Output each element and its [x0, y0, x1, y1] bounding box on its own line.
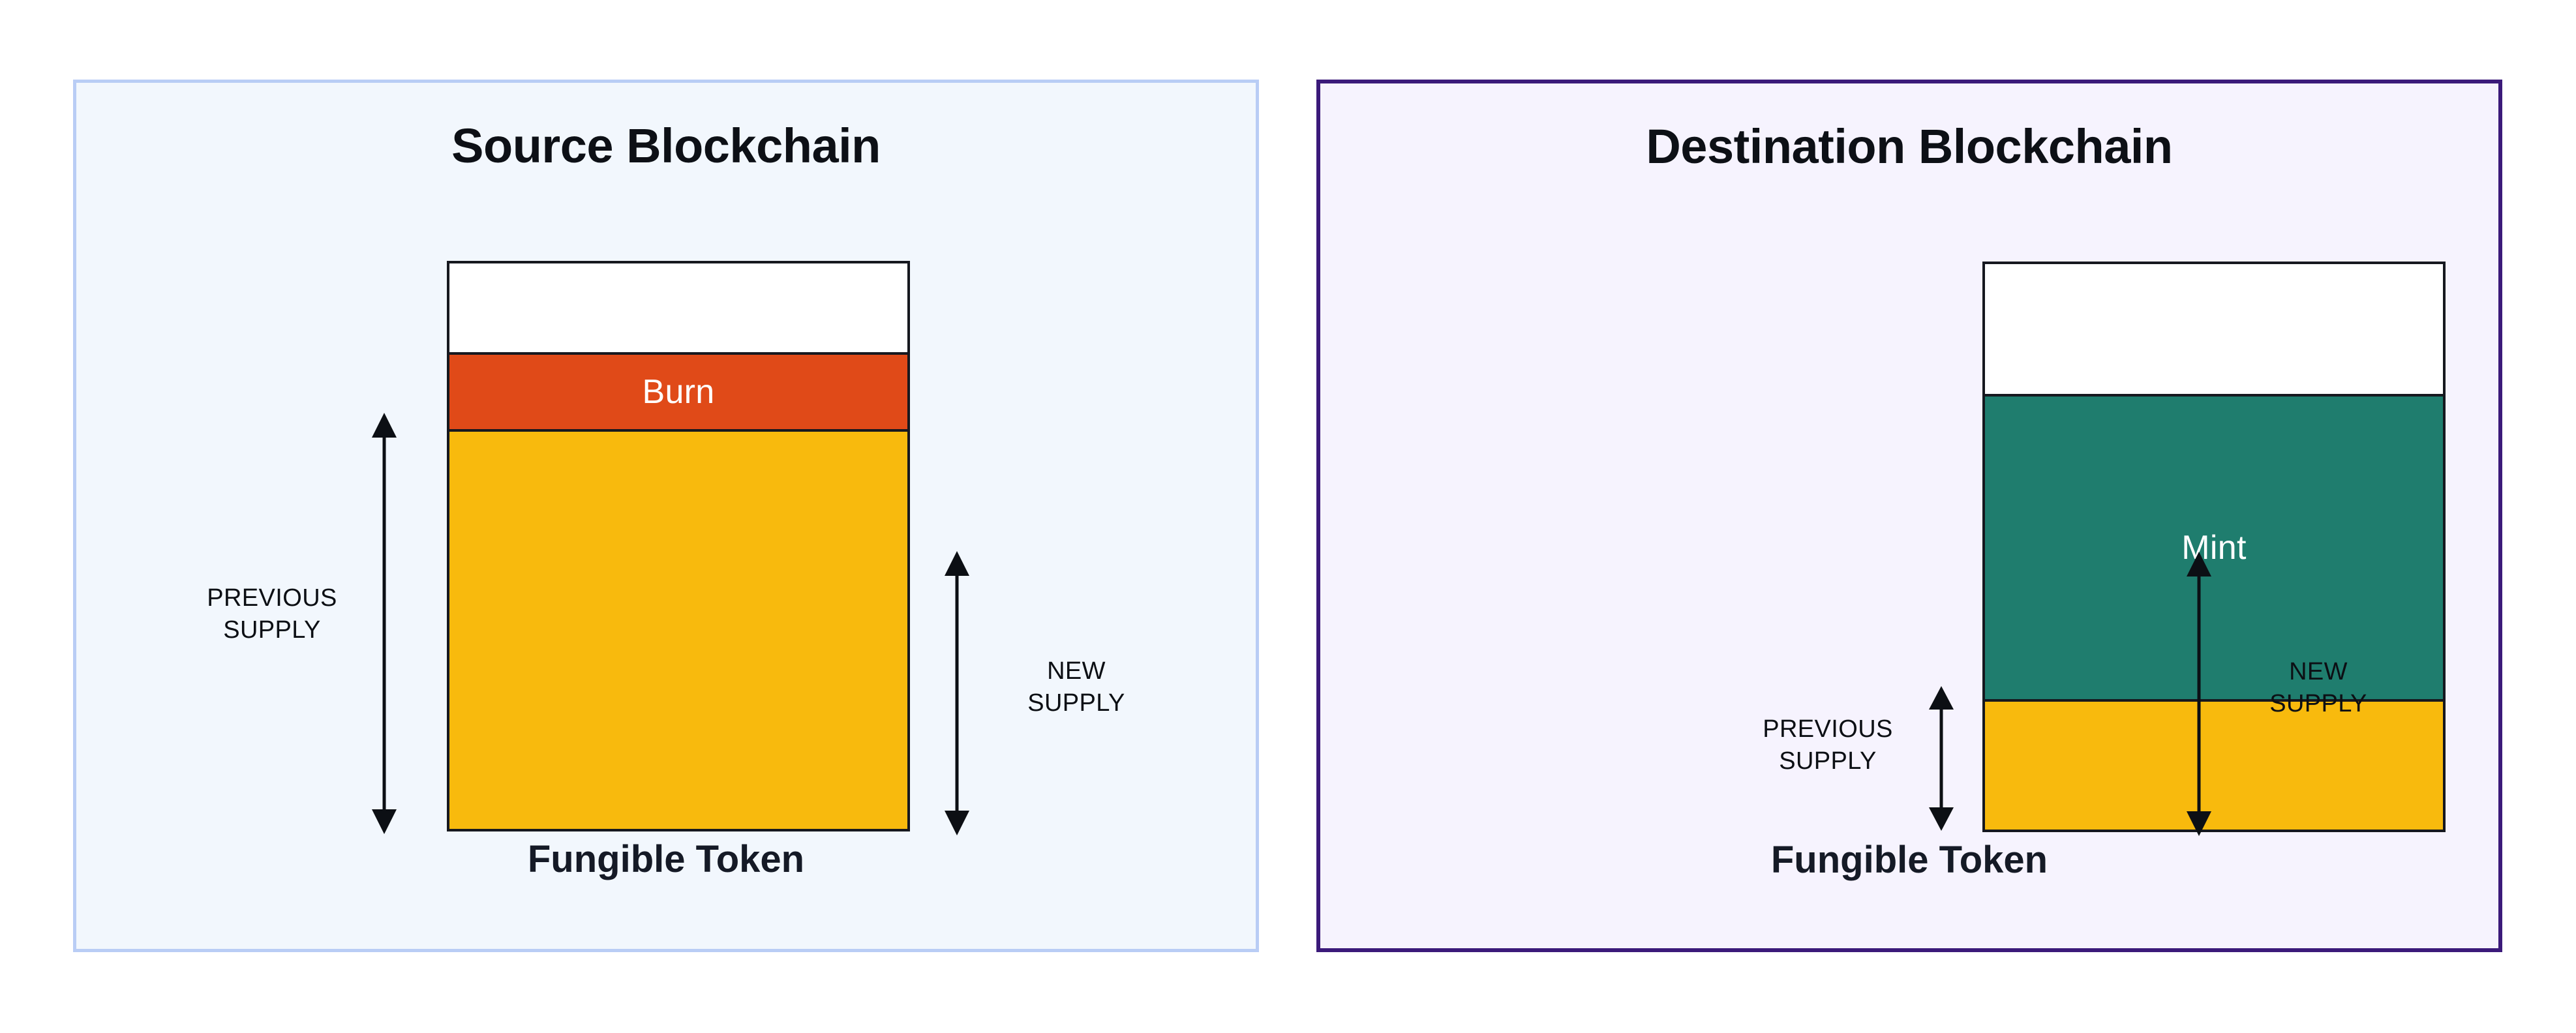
source-segment-burn: Burn: [449, 352, 907, 429]
source-panel-title: Source Blockchain: [451, 119, 881, 173]
double-headed-arrow-icon: [2187, 552, 2211, 836]
source-panel-footer-label: Fungible Token: [527, 838, 805, 880]
source-token-supply-bar: Burn: [447, 261, 910, 831]
source-blockchain-panel: Source Blockchain Burn PREVIOUS SUPPLY: [73, 80, 1259, 952]
source-new-supply-label: NEW SUPPLY: [1027, 657, 1125, 717]
double-headed-arrow-icon: [1929, 686, 1954, 831]
destination-new-supply-label: NEW SUPPLY: [2269, 658, 2367, 717]
destination-previous-supply-arrow: [1928, 686, 1954, 831]
source-segment-burn-label: Burn: [642, 373, 715, 411]
destination-token-supply-bar: Mint: [1982, 262, 2446, 832]
destination-blockchain-panel: Destination Blockchain Mint PREVIOUS SUP…: [1316, 80, 2502, 952]
destination-segment-mint-label: Mint: [2181, 529, 2247, 567]
source-segment-remaining-supply: [449, 429, 907, 829]
destination-previous-supply-label: PREVIOUS SUPPLY: [1763, 715, 1893, 775]
destination-panel-title: Destination Blockchain: [1646, 119, 2173, 173]
destination-panel-footer-label: Fungible Token: [1770, 839, 2048, 881]
destination-segment-headroom: [1985, 264, 2443, 394]
source-new-supply-arrow: [944, 551, 970, 835]
destination-segment-previous-supply: [1985, 699, 2443, 830]
source-previous-supply-arrow: [371, 413, 397, 834]
source-segment-headroom: [449, 263, 907, 352]
destination-segment-mint: Mint: [1985, 394, 2443, 699]
double-headed-arrow-icon: [372, 413, 397, 834]
double-headed-arrow-icon: [945, 551, 969, 835]
destination-new-supply-arrow: [2186, 552, 2212, 836]
source-previous-supply-label: PREVIOUS SUPPLY: [207, 584, 337, 644]
